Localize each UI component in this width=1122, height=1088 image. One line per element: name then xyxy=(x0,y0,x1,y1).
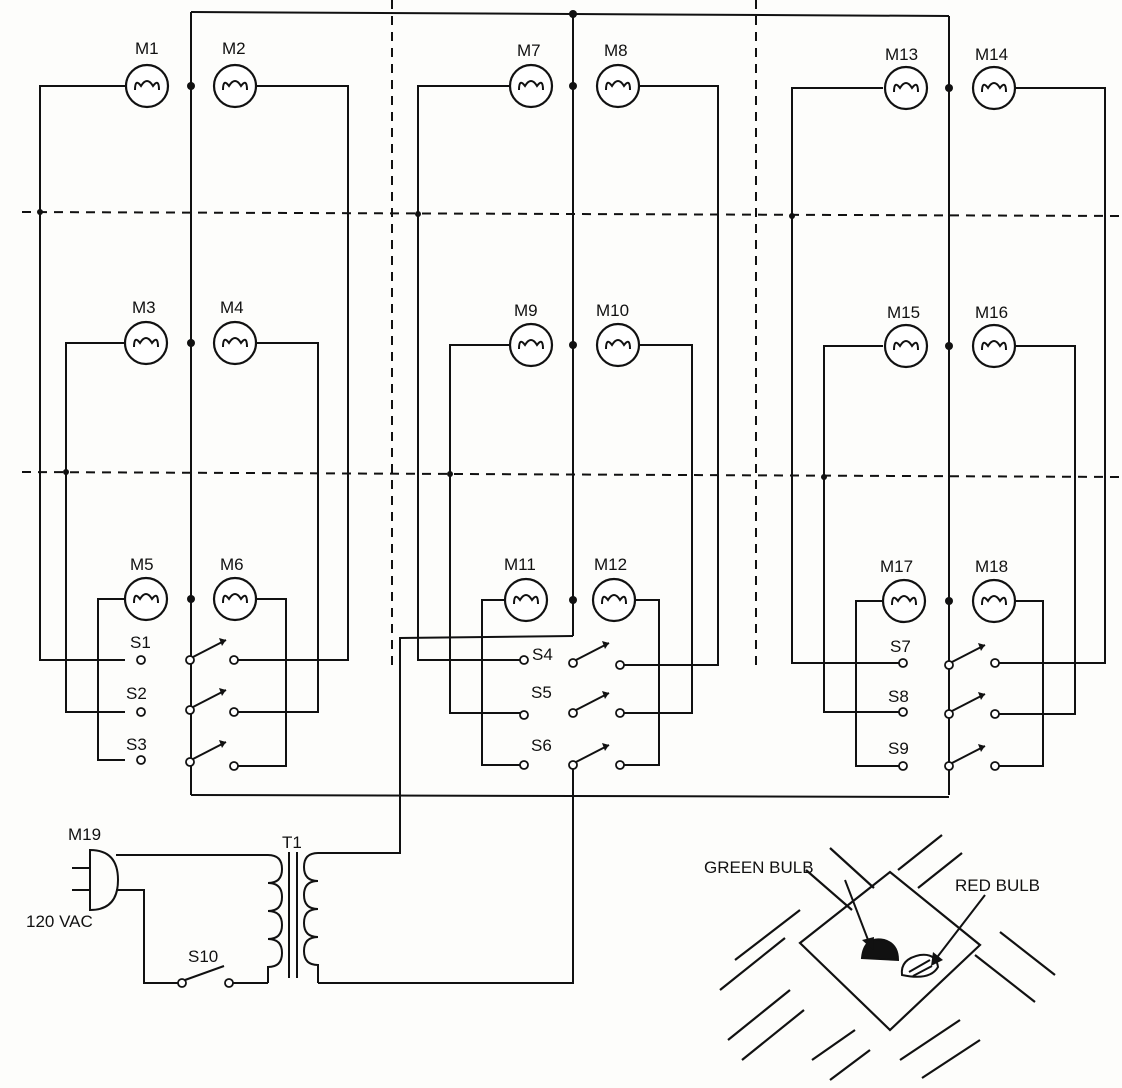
label-m7: M7 xyxy=(517,41,541,60)
bulb-m9 xyxy=(508,322,554,368)
column-2-wiring xyxy=(415,82,719,766)
label-m16: M16 xyxy=(975,303,1008,322)
top-bus xyxy=(190,10,950,795)
label-m1: M1 xyxy=(135,39,159,58)
label-s7: S7 xyxy=(890,637,911,656)
bulb-m3 xyxy=(123,320,169,366)
label-m10: M10 xyxy=(596,301,629,320)
label-m15: M15 xyxy=(887,303,920,322)
label-m13: M13 xyxy=(885,45,918,64)
plug-icon xyxy=(72,848,120,912)
return-bus xyxy=(190,635,950,984)
bulb-m2 xyxy=(212,63,258,109)
label-voltage: 120 VAC xyxy=(26,912,93,931)
bulbs xyxy=(123,63,1017,624)
bulb-m6 xyxy=(212,576,258,622)
bulb-m18 xyxy=(971,578,1017,624)
label-s9: S9 xyxy=(888,739,909,758)
switch-group-3 xyxy=(898,643,1000,771)
label-red-bulb: RED BULB xyxy=(955,876,1040,895)
bulb-m16 xyxy=(971,323,1017,369)
label-green-bulb: GREEN BULB xyxy=(704,858,814,877)
label-m8: M8 xyxy=(604,41,628,60)
label-m3: M3 xyxy=(132,298,156,317)
switch-group-1 xyxy=(136,638,239,771)
label-m9: M9 xyxy=(514,301,538,320)
labels: M1 M2 M3 M4 M5 M6 M7 M8 M9 M10 M11 M12 M… xyxy=(26,39,1040,966)
bulb-m4 xyxy=(212,320,258,366)
label-m18: M18 xyxy=(975,557,1008,576)
bulb-m12 xyxy=(591,577,637,623)
label-s5: S5 xyxy=(531,683,552,702)
bulb-m8 xyxy=(595,63,641,109)
label-m12: M12 xyxy=(594,555,627,574)
label-m4: M4 xyxy=(220,298,244,317)
label-s4: S4 xyxy=(532,645,553,664)
column-1-wiring xyxy=(37,82,349,767)
label-m6: M6 xyxy=(220,555,244,574)
label-s10: S10 xyxy=(188,947,218,966)
intersection-inset xyxy=(719,834,1056,1081)
bulb-m1 xyxy=(124,63,170,109)
label-s8: S8 xyxy=(888,687,909,706)
bulb-m14 xyxy=(971,65,1017,111)
label-m17: M17 xyxy=(880,557,913,576)
label-m11: M11 xyxy=(504,555,536,574)
switches xyxy=(136,638,1000,771)
power-section xyxy=(72,848,319,988)
bulb-m11 xyxy=(503,577,549,623)
label-s2: S2 xyxy=(126,684,147,703)
bulb-m10 xyxy=(595,322,641,368)
label-s6: S6 xyxy=(531,736,552,755)
label-m2: M2 xyxy=(222,39,246,58)
label-transformer: T1 xyxy=(282,833,302,852)
label-s3: S3 xyxy=(126,735,147,754)
label-m5: M5 xyxy=(130,555,154,574)
label-s1: S1 xyxy=(130,633,151,652)
label-m14: M14 xyxy=(975,45,1008,64)
bulb-m13 xyxy=(883,65,929,111)
bulb-m17 xyxy=(881,578,927,624)
switch-group-2 xyxy=(519,641,625,770)
bulb-m7 xyxy=(508,63,554,109)
column-3-wiring xyxy=(789,84,1106,767)
label-plug: M19 xyxy=(68,825,101,844)
bulb-m15 xyxy=(883,323,929,369)
bulb-m5 xyxy=(123,576,169,622)
